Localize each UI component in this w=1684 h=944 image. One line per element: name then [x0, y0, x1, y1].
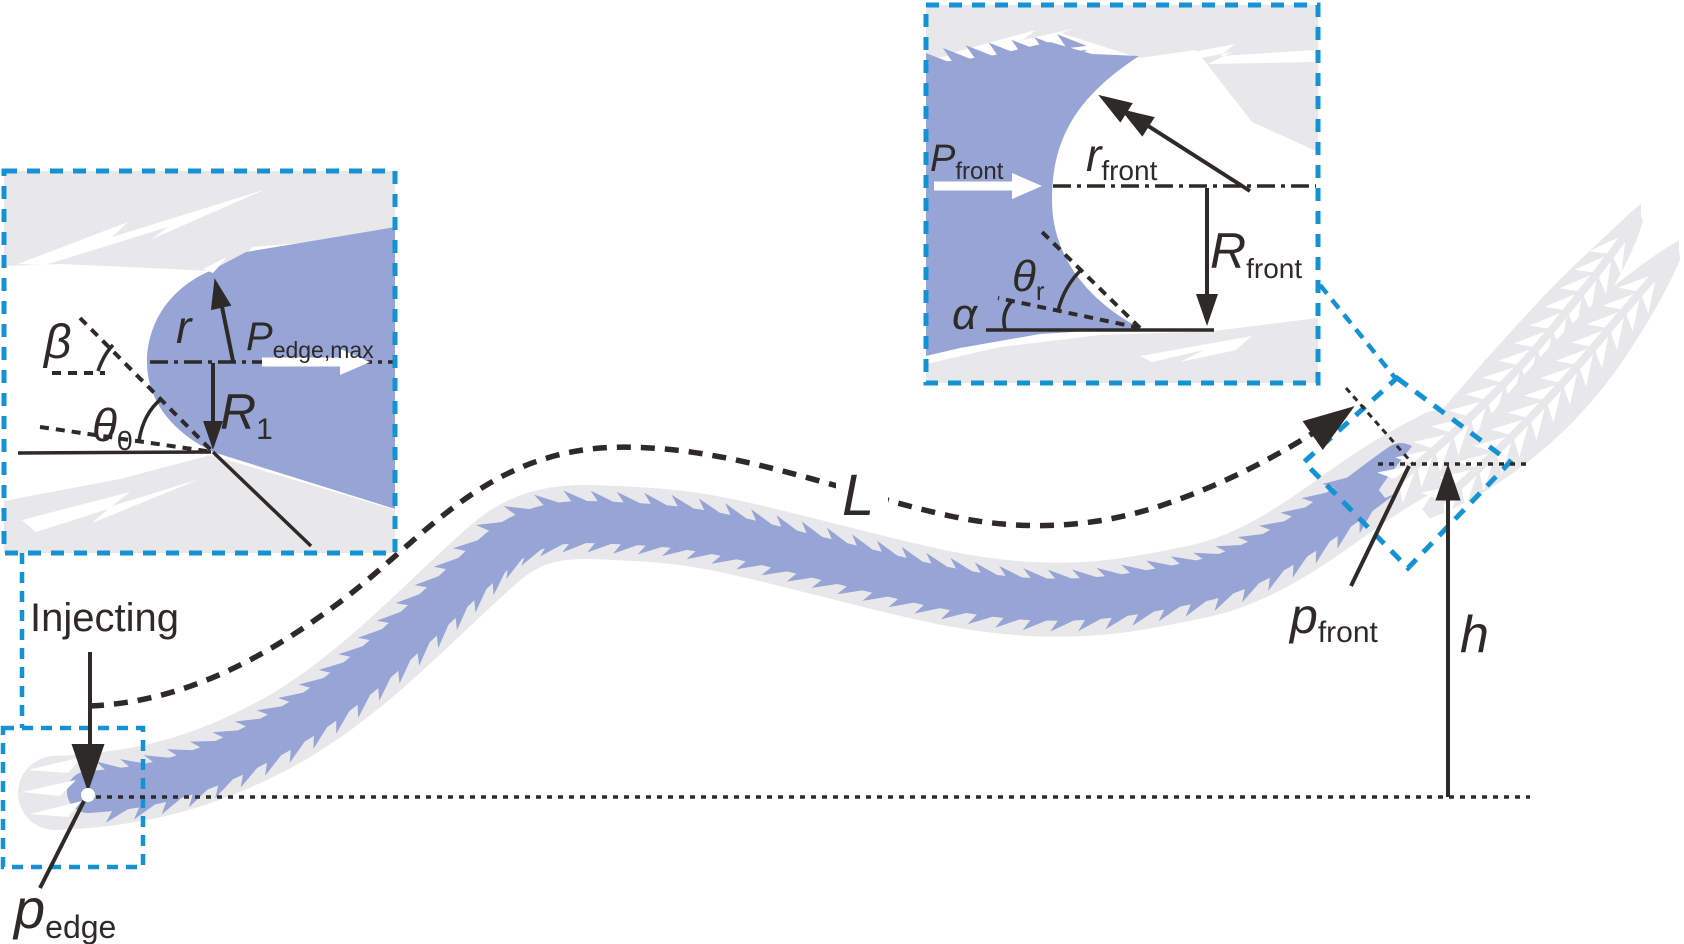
- label-h: h: [1460, 606, 1489, 664]
- label-L-backdrop: [836, 460, 888, 522]
- theta0-angle-arc: [137, 397, 163, 442]
- label-r: r: [176, 301, 193, 353]
- p-front-leader-line: [1349, 465, 1411, 587]
- edge-inset-liquid: [147, 227, 395, 509]
- beta-angle-arc: [96, 343, 115, 372]
- front-inset-liquid: [926, 42, 1140, 356]
- front-axis-dashed-line: [1344, 387, 1414, 464]
- liquid-channel-barbs: [96, 473, 1381, 823]
- crack-branch-upper-barbs: [1377, 237, 1626, 504]
- theta-r-angle-arc: [1056, 267, 1084, 312]
- label-P-edge-max: Pedge,max: [246, 315, 374, 363]
- label-L: L: [842, 463, 874, 528]
- front-inset-box: [923, 2, 1321, 386]
- label-injecting: Injecting: [30, 596, 179, 640]
- front-inset-upper-wall-slash: [1142, 44, 1316, 66]
- edge-inset-lower-wall-slash: [22, 479, 200, 532]
- empty-crack-feather: [30, 801, 82, 817]
- front-inset: Pfront rfront Rfront θr α: [923, 2, 1321, 386]
- front-inset-lower-wall: [926, 318, 1318, 383]
- front-zoom-diamond: [1300, 374, 1514, 572]
- label-p-edge: pedge: [12, 877, 116, 944]
- alpha-angle-arc: [1002, 300, 1013, 330]
- label-theta0: θ0: [92, 399, 133, 456]
- injection-point-dot: [81, 788, 95, 802]
- p-edge-leader-line: [38, 800, 86, 889]
- front-inset-liquid-feather-spine-barbs: [926, 34, 1088, 84]
- theta-r-construction-line: [1038, 228, 1142, 330]
- crack-branch-lower-barbs: [1420, 276, 1656, 523]
- front-inset-lower-wall-slash: [1140, 336, 1302, 362]
- label-theta-r: θr: [1012, 252, 1045, 306]
- empty-crack-feather: [22, 780, 76, 796]
- edge-inset: β θ0 r R1 Pedge,max: [1, 168, 398, 556]
- alpha-construction-line: [997, 296, 1141, 330]
- edge-inset-wall-notch: [203, 257, 227, 273]
- edge-inset-upper-wall-slash: [18, 189, 266, 265]
- length-dashed-curve: [89, 406, 1352, 709]
- label-P-front: Pfront: [930, 138, 1004, 185]
- label-R1: R1: [220, 384, 273, 446]
- liquid-channel: [67, 443, 1422, 813]
- theta0-construction-line: [39, 425, 214, 454]
- front-inset-connector: [1318, 283, 1398, 381]
- edge-inset-wall-edge-line: [17, 450, 212, 455]
- main-channel: [18, 203, 1681, 830]
- label-alpha: α: [952, 290, 979, 339]
- label-beta: β: [42, 316, 71, 369]
- label-p-front: pfront: [1288, 588, 1379, 649]
- empty-crack-feather: [28, 757, 82, 773]
- front-inset-upper-wall: [926, 5, 1318, 152]
- label-R-front: Rfront: [1210, 223, 1302, 284]
- edge-inset-lower-wall: [4, 455, 395, 553]
- label-r-front: rfront: [1086, 129, 1158, 186]
- edge-inset-wall-edge-line: [211, 450, 313, 548]
- edge-inset-box: [1, 168, 398, 556]
